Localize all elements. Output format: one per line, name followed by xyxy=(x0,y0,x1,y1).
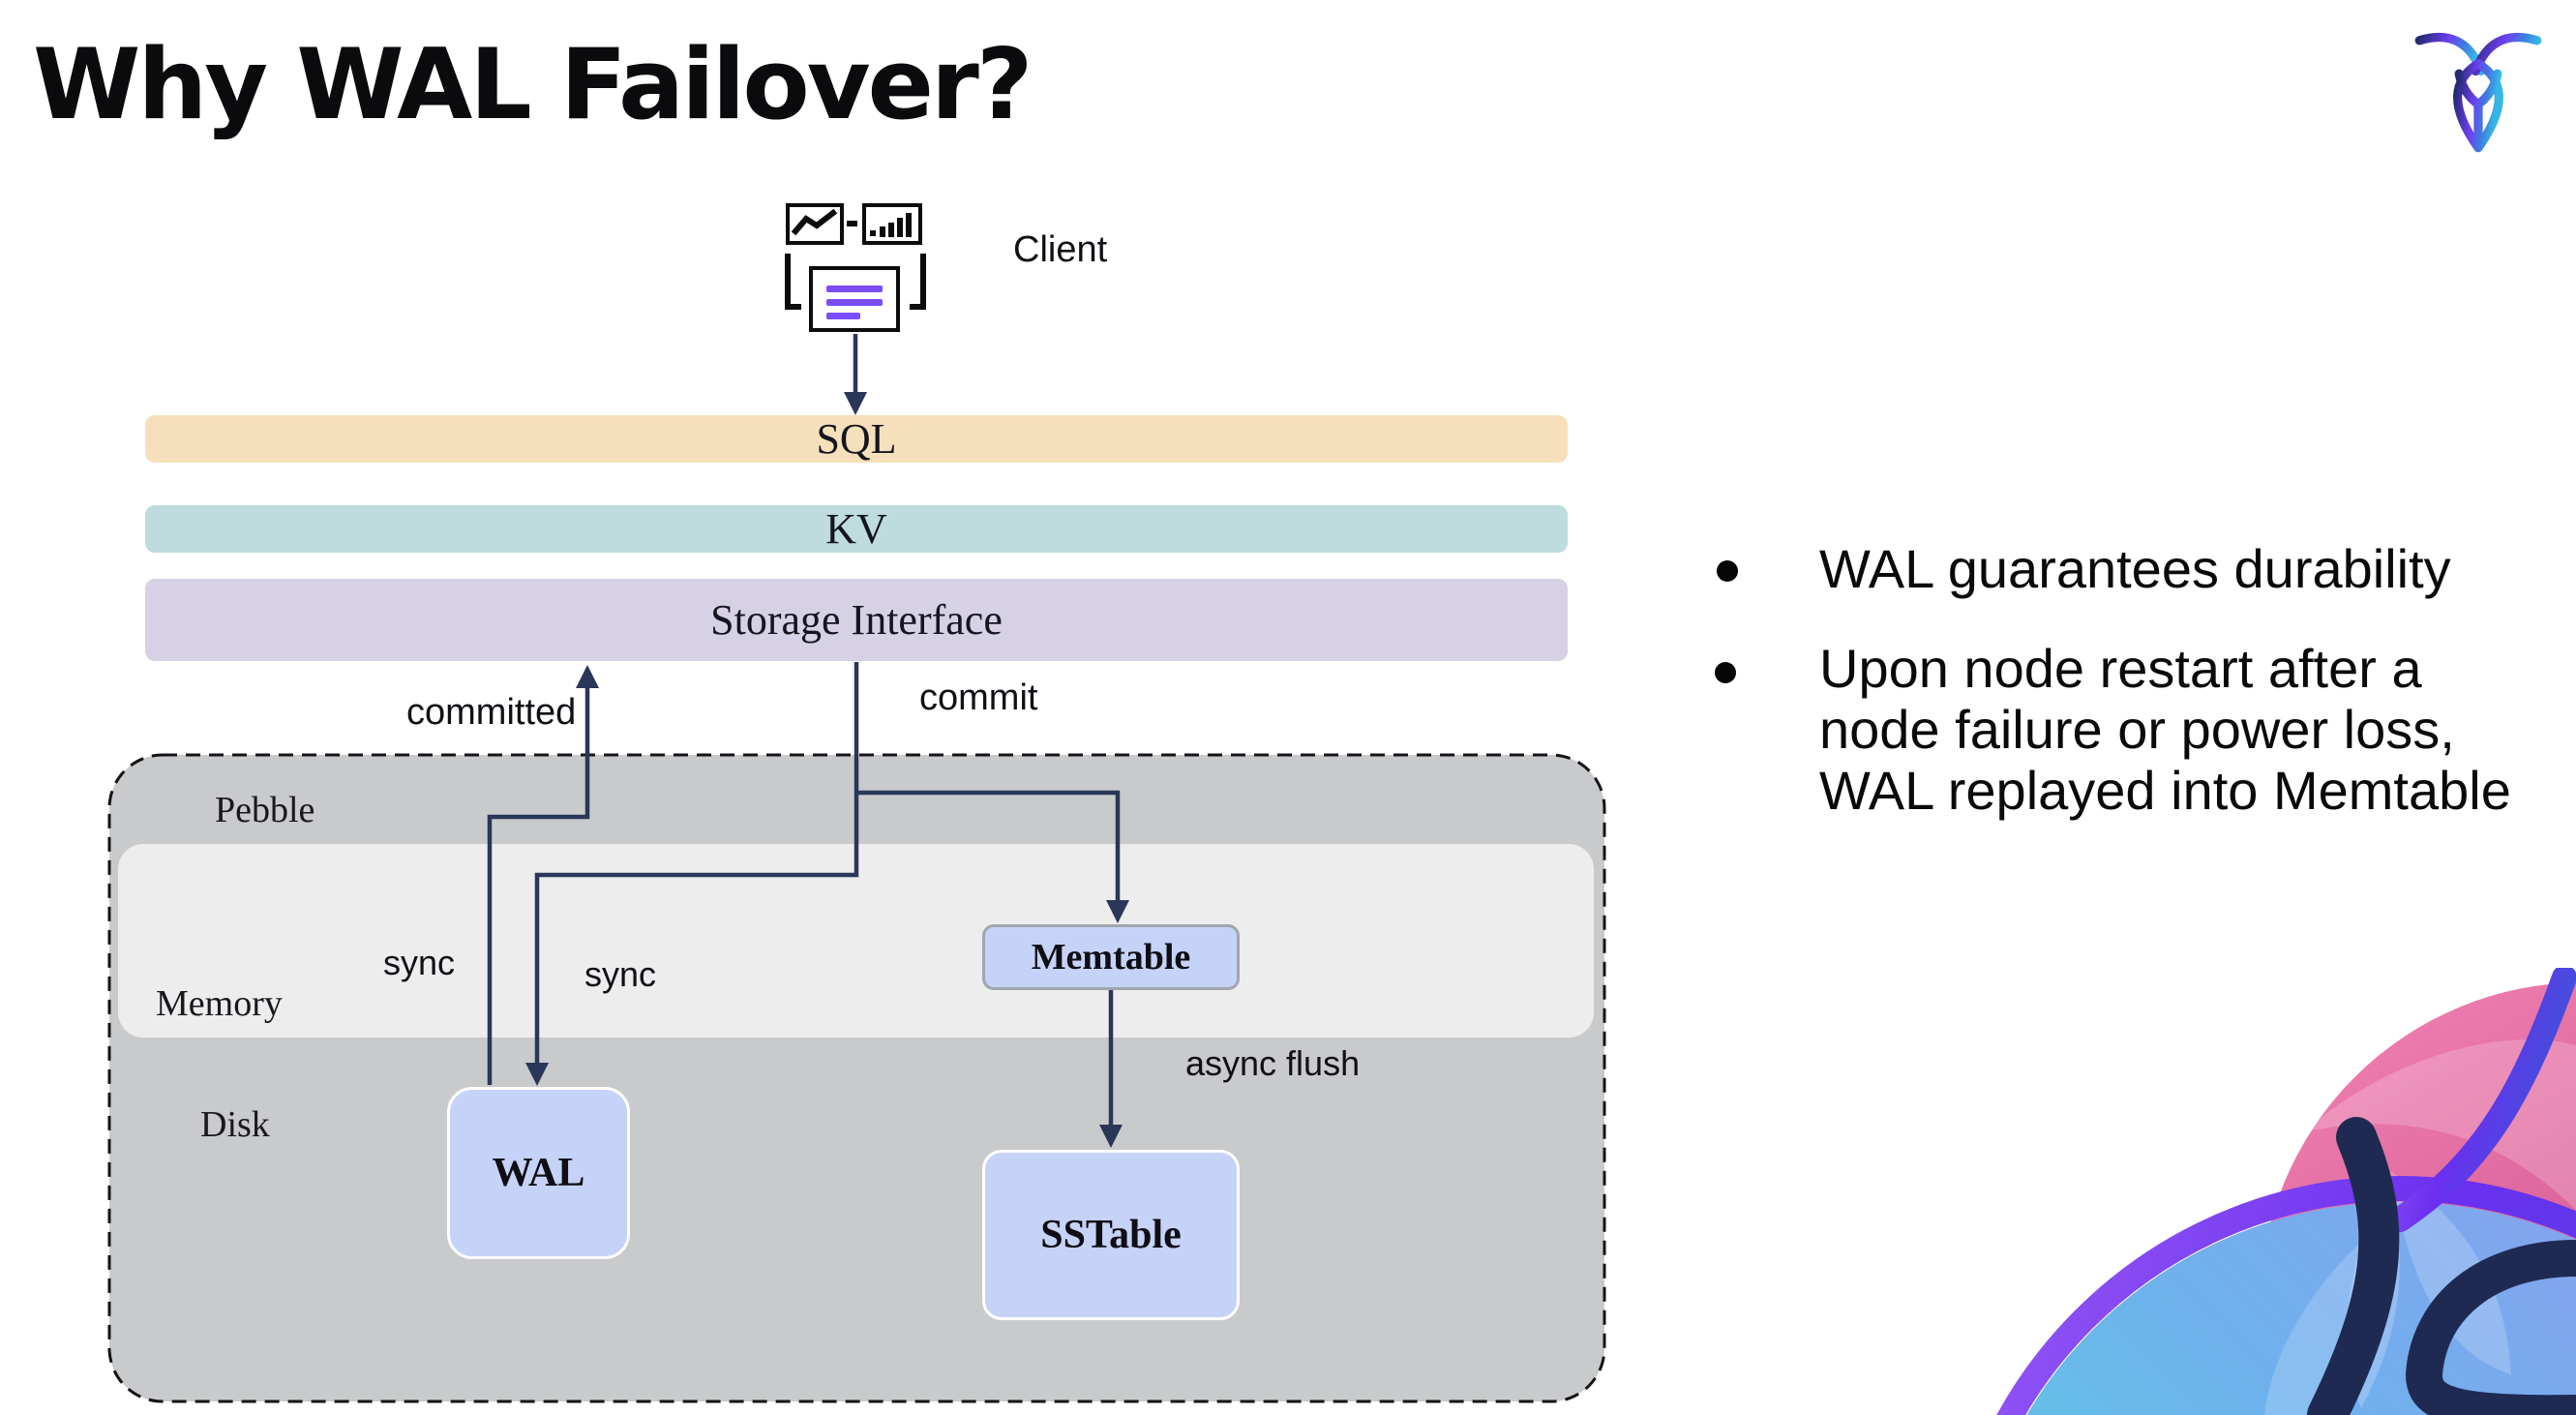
arrowhead-down-icon xyxy=(844,392,867,415)
pebble-label: Pebble xyxy=(215,790,315,830)
bracket-left-icon xyxy=(785,254,801,310)
arrowhead-down-icon xyxy=(1106,900,1129,923)
dark-glyph-hook xyxy=(2405,1240,2576,1415)
bullet-dot xyxy=(1717,560,1738,582)
edge-commit-to-wal xyxy=(534,662,859,1063)
edge-commit-to-memtable xyxy=(856,790,1121,900)
memtable-box: Memtable xyxy=(982,924,1240,990)
leaf-shape xyxy=(2390,1171,2511,1374)
disk-label: Disk xyxy=(200,1104,270,1145)
client-icon xyxy=(784,199,927,335)
body-y xyxy=(2454,69,2502,148)
purple-arc xyxy=(2387,968,2576,1232)
dash-connector xyxy=(847,221,857,226)
bracket-right-icon xyxy=(910,254,926,310)
cockroachdb-logo-icon xyxy=(2414,32,2542,153)
sstable-box: SSTable xyxy=(982,1150,1240,1320)
layer-sql: SQL xyxy=(145,415,1568,463)
doc-text-line xyxy=(826,286,883,292)
doc-text-line xyxy=(826,299,883,306)
arrowhead-up-icon xyxy=(576,665,599,688)
bullet-line: WAL replayed into Memtable xyxy=(1819,760,2511,821)
bullet-line: WAL guarantees durability xyxy=(1819,538,2451,599)
edge-label-async-flush: async flush xyxy=(1185,1043,1361,1083)
purple-ring xyxy=(1996,1176,2576,1415)
edge-label-sync-right: sync xyxy=(584,954,657,994)
bullet-item-2: Upon node restart after a node failure o… xyxy=(1819,638,2511,821)
doc-text-line xyxy=(826,313,860,319)
wal-box: WAL xyxy=(447,1087,630,1259)
memory-label: Memory xyxy=(156,983,283,1024)
line-chart-icon xyxy=(786,203,844,245)
client-label: Client xyxy=(1013,229,1108,270)
bullet-line: Upon node restart after a xyxy=(1819,638,2422,699)
bullet-line: node failure or power loss, xyxy=(1819,699,2455,760)
document-icon xyxy=(809,266,900,332)
arrowhead-down-icon xyxy=(1099,1125,1123,1148)
edge-label-sync-left: sync xyxy=(383,943,456,982)
layer-kv: KV xyxy=(145,505,1568,553)
dark-glyph-stroke xyxy=(2307,1117,2400,1415)
edge-label-commit: commit xyxy=(919,677,1038,718)
brand-artwork xyxy=(1996,968,2576,1415)
page-title: Why WAL Failover? xyxy=(33,27,1033,141)
layer-storage-interface: Storage Interface xyxy=(145,579,1568,661)
bar-chart-icon xyxy=(862,203,922,245)
edge-committed xyxy=(487,685,590,1085)
bullet-dot xyxy=(1715,662,1736,683)
edge-label-committed: committed xyxy=(406,692,577,733)
bullet-item-1: WAL guarantees durability xyxy=(1819,538,2451,599)
arrowhead-down-icon xyxy=(525,1063,549,1086)
